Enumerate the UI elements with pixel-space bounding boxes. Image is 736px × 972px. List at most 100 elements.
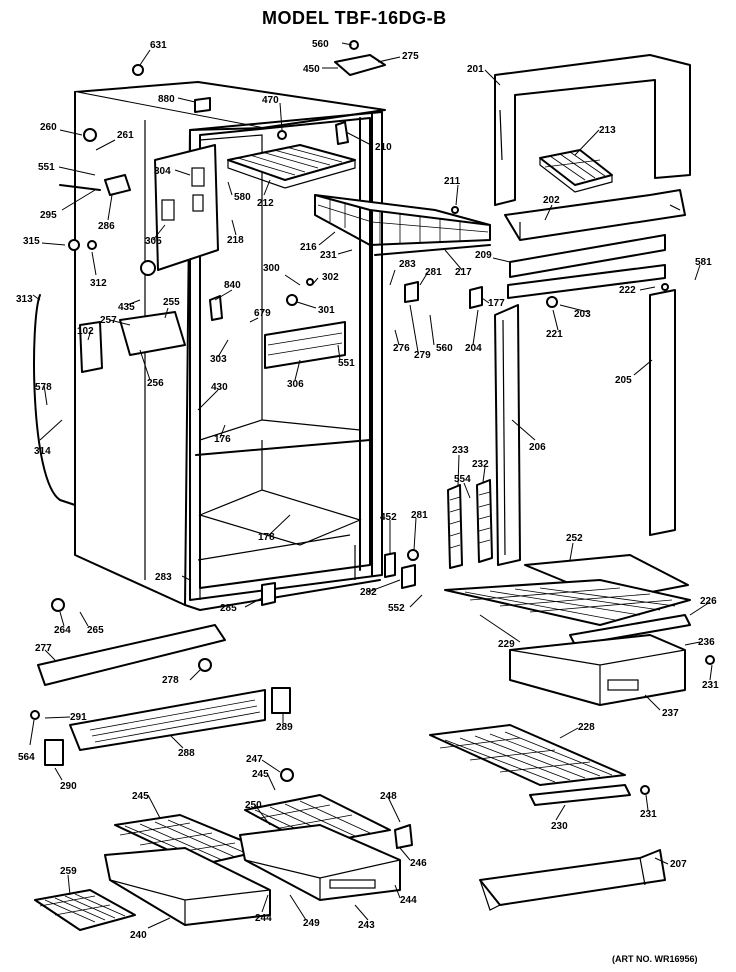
part-label: 631	[150, 40, 167, 51]
part-label: 300	[263, 263, 280, 274]
part-label: 435	[118, 302, 135, 313]
part-label: 244	[255, 913, 272, 924]
part-label: 211	[444, 176, 461, 187]
part-label: 551	[338, 358, 355, 369]
part-label: 203	[574, 309, 591, 320]
part-label: 229	[498, 639, 515, 650]
part-label: 259	[60, 866, 77, 877]
part-label: 231	[640, 809, 657, 820]
part-label: 237	[662, 708, 679, 719]
part-label: 275	[402, 51, 419, 62]
part-label: 222	[619, 285, 636, 296]
door-side-205	[649, 289, 676, 536]
part-label: 248	[380, 791, 397, 802]
part-label: 303	[210, 354, 227, 365]
part-label: 283	[155, 572, 172, 583]
part-label: 260	[40, 122, 57, 133]
part-label: 240	[130, 930, 147, 941]
part-label: 278	[162, 675, 179, 686]
part-label: 452	[380, 512, 397, 523]
part-label: 281	[425, 267, 442, 278]
part-label: 470	[262, 95, 279, 106]
part-label: 249	[303, 918, 320, 929]
hardware	[30, 40, 715, 795]
part-label: 289	[276, 722, 293, 733]
part-label: 213	[599, 125, 616, 136]
part-label: 250	[245, 800, 262, 811]
part-label: 230	[551, 821, 568, 832]
part-label: 209	[475, 250, 492, 261]
part-label: 283	[399, 259, 416, 270]
part-label: 221	[546, 329, 563, 340]
part-label: 207	[670, 859, 687, 870]
part-label: 581	[695, 257, 712, 268]
part-label: 202	[543, 195, 560, 206]
door-shelf-202	[504, 189, 686, 241]
part-label: 212	[257, 198, 274, 209]
part-label: 233	[452, 445, 469, 456]
part-label: 265	[87, 625, 104, 636]
part-label: 313	[16, 294, 33, 305]
door-trim	[507, 234, 666, 299]
part-label: 245	[132, 791, 149, 802]
door-bin-207	[479, 849, 666, 911]
freezer-baskets	[34, 794, 413, 931]
part-label: 315	[23, 236, 40, 247]
leader-lines	[29, 42, 713, 929]
part-label: 264	[54, 625, 71, 636]
ice-tray-213	[539, 149, 613, 193]
part-label: 247	[246, 754, 263, 765]
part-label: 176	[214, 434, 231, 445]
shelf-ladders	[447, 479, 493, 569]
part-label: 554	[454, 474, 471, 485]
part-label: 312	[90, 278, 107, 289]
part-label: 285	[220, 603, 237, 614]
part-label: 206	[529, 442, 546, 453]
lower-shelf-228	[429, 724, 631, 806]
part-label: 205	[615, 375, 632, 386]
art-number: (ART NO. WR16956)	[612, 954, 698, 964]
part-label: 102	[77, 326, 94, 337]
part-label: 231	[320, 250, 337, 261]
part-label: 228	[578, 722, 595, 733]
crisper-pan	[509, 614, 691, 706]
part-label: 551	[38, 162, 55, 173]
part-label: 201	[467, 64, 484, 75]
part-label: 291	[70, 712, 87, 723]
part-label: 257	[100, 315, 117, 326]
control-panel	[154, 144, 219, 271]
part-label: 314	[34, 446, 51, 457]
crisper-cover	[444, 554, 691, 626]
part-label: 276	[393, 343, 410, 354]
part-label: 578	[35, 382, 52, 393]
part-label: 430	[211, 382, 228, 393]
mullion-206	[494, 304, 521, 566]
part-label: 279	[414, 350, 431, 361]
part-label: 281	[411, 510, 428, 521]
drain-tube-313	[33, 294, 76, 506]
part-label: 302	[322, 272, 339, 283]
part-label: 305	[145, 236, 162, 247]
part-label: 244	[400, 895, 417, 906]
diagram-title: MODEL TBF-16DG-B	[262, 8, 447, 28]
part-label: 255	[163, 297, 180, 308]
part-label: 290	[60, 781, 77, 792]
part-label: 560	[312, 39, 329, 50]
part-label: 236	[698, 637, 715, 648]
part-label: 288	[178, 748, 195, 759]
wire-shelf-216	[314, 194, 491, 246]
part-label: 580	[234, 192, 251, 203]
part-label: 880	[158, 94, 175, 105]
part-label: 679	[254, 308, 271, 319]
part-label: 261	[117, 130, 134, 141]
part-label: 286	[98, 221, 115, 232]
part-label: 560	[436, 343, 453, 354]
part-label: 218	[227, 235, 244, 246]
part-labels: 631 560 275 450 201 880 470 213 260 261 …	[16, 39, 719, 941]
part-label: 232	[472, 459, 489, 470]
door-frame-201	[494, 54, 691, 206]
part-label: 256	[147, 378, 164, 389]
part-label: 252	[566, 533, 583, 544]
part-label: 245	[252, 769, 269, 780]
